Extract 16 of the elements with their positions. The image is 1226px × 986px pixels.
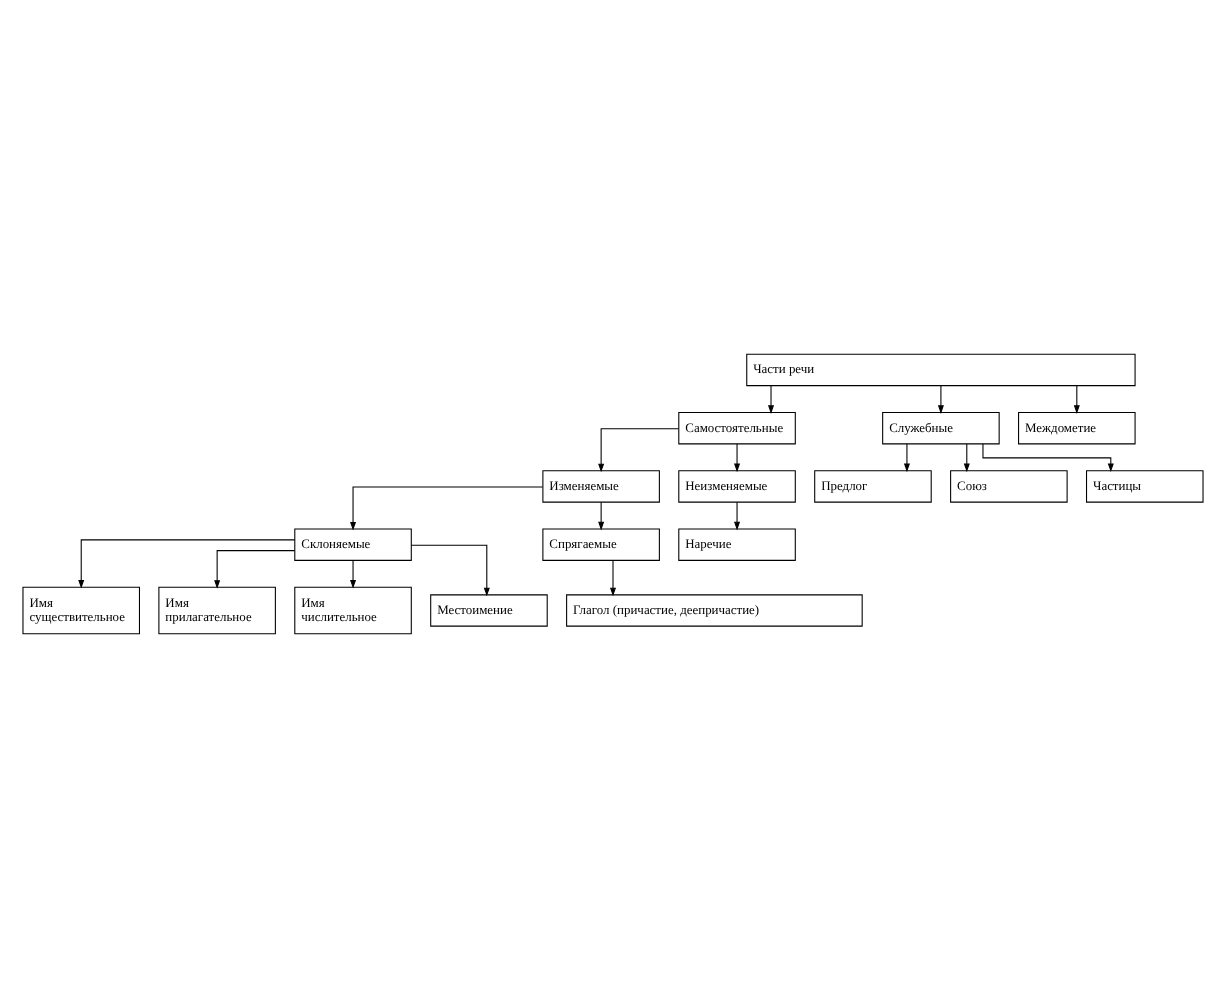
arrow bbox=[1073, 384, 1080, 413]
arrow bbox=[963, 442, 970, 472]
arrow bbox=[734, 500, 741, 530]
arrow bbox=[214, 549, 296, 588]
arrow bbox=[350, 559, 357, 588]
arrow bbox=[350, 485, 544, 530]
arrow bbox=[609, 559, 617, 596]
arrow bbox=[410, 543, 490, 596]
arrow bbox=[982, 442, 1114, 472]
arrow bbox=[78, 538, 296, 588]
arrow bbox=[734, 442, 741, 472]
arrow bbox=[937, 384, 944, 413]
arrow bbox=[598, 500, 605, 530]
arrow bbox=[598, 427, 680, 472]
arrow bbox=[768, 384, 775, 413]
arrow bbox=[903, 442, 910, 472]
